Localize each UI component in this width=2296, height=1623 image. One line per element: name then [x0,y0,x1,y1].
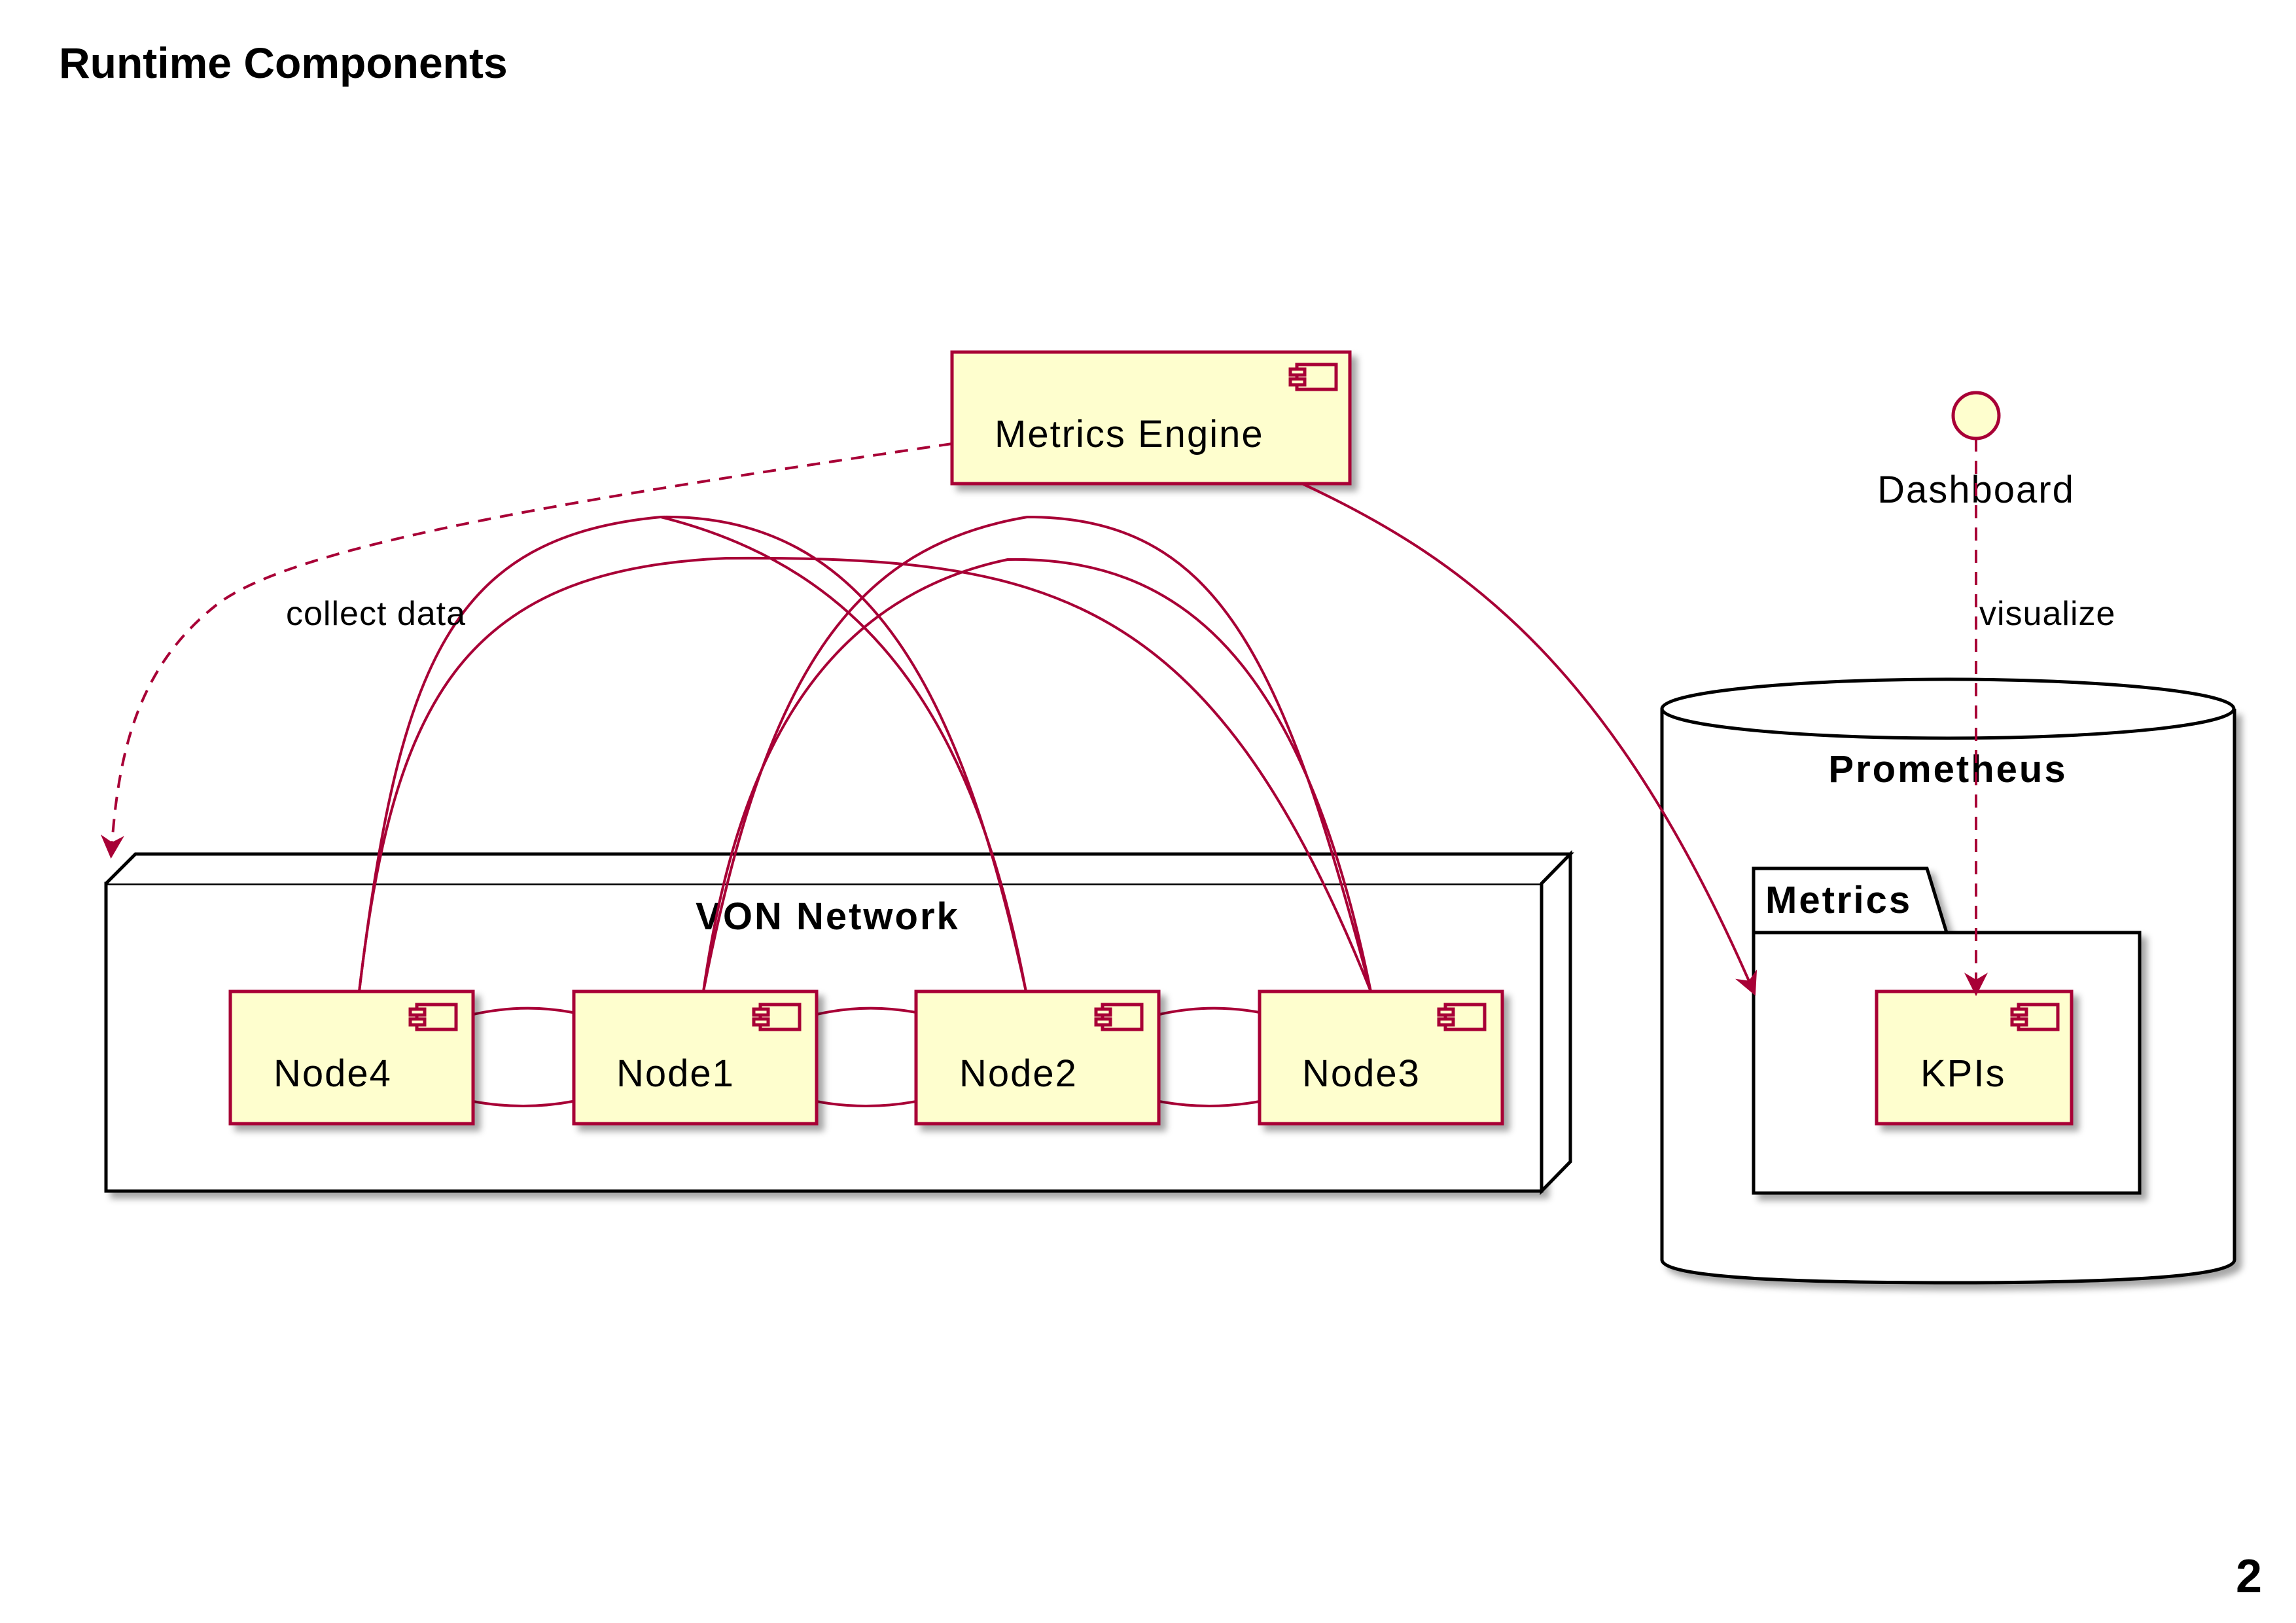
node2-component[interactable]: Node2 [914,990,1161,1126]
page-title: Runtime Components [59,39,508,87]
visualize-edge: visualize [1964,438,2115,997]
node2-label: Node2 [959,1052,1078,1095]
node4-component[interactable]: Node4 [228,990,475,1126]
component-icon [410,1005,456,1029]
node3-label: Node3 [1302,1052,1421,1095]
engine-to-metrics-edge [1301,482,1757,996]
page-number: 2 [2235,1550,2262,1603]
metrics-package-label: Metrics [1765,879,1912,921]
component-icon [1096,1005,1142,1029]
component-icon [1290,365,1336,389]
visualize-label: visualize [1979,595,2115,633]
kpis-label: KPIs [1920,1052,2006,1095]
node-links [358,515,1372,1107]
prometheus-label: Prometheus [1828,748,2067,791]
collect-data-edge: collect data [100,442,953,859]
collect-data-label: collect data [286,595,466,633]
interface-circle-icon [1951,391,2001,440]
von-network-label: VON Network [696,895,960,938]
component-icon [1439,1005,1485,1029]
metrics-engine-component[interactable]: Metrics Engine [950,350,1352,486]
kpis-component[interactable]: KPIs [1875,990,2074,1126]
node4-label: Node4 [274,1052,392,1095]
node1-label: Node1 [616,1052,735,1095]
node1-component[interactable]: Node1 [572,990,819,1126]
metrics-engine-label: Metrics Engine [995,413,1264,455]
component-icon [2012,1005,2058,1029]
component-icon [754,1005,800,1029]
node3-component[interactable]: Node3 [1258,990,1504,1126]
